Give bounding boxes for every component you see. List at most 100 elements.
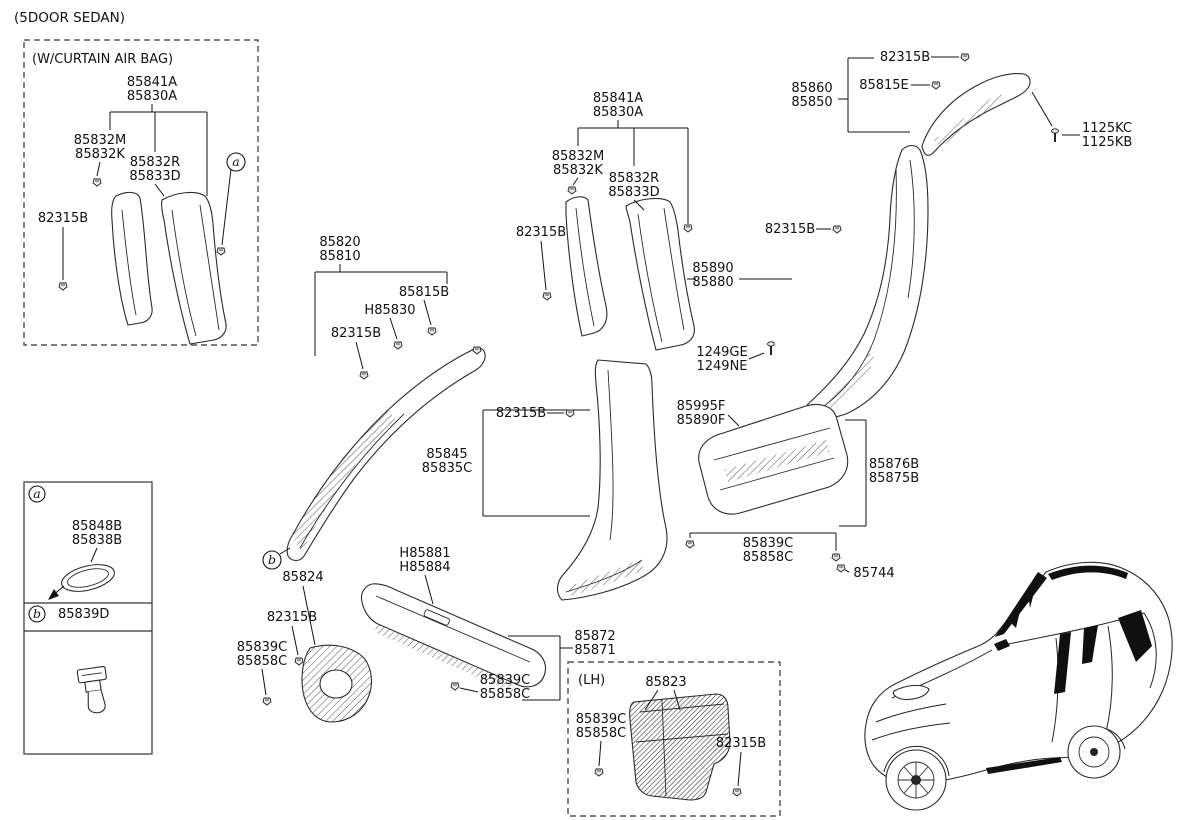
part-label-1249ne: 1249NE	[696, 359, 747, 374]
part-label-85995f: 85995F	[677, 399, 726, 414]
part-label-85839d: 85839D	[58, 607, 109, 622]
clip-icon	[294, 657, 304, 666]
leader-line	[572, 177, 579, 186]
marker-a: a	[232, 154, 239, 169]
clip-icon	[427, 327, 437, 336]
leader-line	[727, 414, 740, 427]
marker-b: b	[268, 552, 276, 567]
marker-b-circle	[262, 550, 282, 570]
car-pillar-highlight	[1010, 598, 1023, 628]
trim-contour	[713, 427, 835, 491]
leader-line	[423, 299, 432, 326]
part-label-85858c: 85858C	[237, 654, 287, 669]
leader-lines	[109, 104, 208, 196]
part-label-h85830: H85830	[364, 303, 415, 318]
car-quarter-highlight	[1118, 610, 1152, 662]
trim-hatch	[292, 410, 396, 552]
leader-lines	[689, 532, 837, 551]
car-front-wheel-spokes	[898, 762, 934, 798]
leader-lines	[482, 409, 590, 517]
leader-line	[1031, 91, 1053, 127]
part-label-82315b: 82315B	[331, 326, 381, 341]
part-label-82315b: 82315B	[496, 406, 546, 421]
scuff-section: H85881 H85884 85872 85871 85839C 85858C	[360, 546, 616, 702]
cowl-side-trim-lh-drawing	[629, 693, 731, 801]
trim-contour	[635, 699, 729, 797]
part-label-85845: 85845	[426, 447, 467, 462]
part-label-85872: 85872	[574, 629, 615, 644]
leader-line	[540, 240, 547, 291]
car-hatch-line	[1143, 612, 1157, 689]
lh-variant-note: (LH)	[578, 673, 605, 688]
part-label-82315b: 82315B	[38, 211, 88, 226]
part-label-85876b: 85876B	[869, 457, 919, 472]
legend-marker-a-circle	[28, 485, 46, 503]
clip-icon	[832, 225, 842, 234]
leader-lines	[577, 120, 689, 224]
leader-line	[355, 341, 364, 370]
legend-marker-b-circle	[28, 605, 46, 623]
part-label-1125kc: 1125KC	[1082, 121, 1132, 136]
part-label-1125kb: 1125KB	[1082, 135, 1133, 150]
trim-hatch	[934, 92, 1004, 148]
clip-icon	[685, 540, 695, 549]
part-label-85890f: 85890F	[677, 413, 726, 428]
legend-marker-a: a	[33, 486, 40, 501]
part-label-85815e: 85815E	[859, 78, 909, 93]
part-label-85858c: 85858C	[480, 687, 530, 702]
leader-line	[389, 317, 398, 340]
trim-hatch	[374, 624, 516, 692]
part-label-85839c: 85839C	[480, 673, 530, 688]
leader-line	[844, 569, 850, 573]
part-label-85839c: 85839C	[576, 712, 626, 727]
trim-contour	[121, 209, 137, 316]
b-pillar-upper-trim-outer-drawing	[625, 197, 695, 351]
clip-icon	[836, 564, 846, 573]
clip-icon	[58, 282, 68, 291]
leader-line	[291, 625, 299, 656]
part-label-85830a: 85830A	[593, 105, 643, 120]
clip-icon	[831, 553, 841, 562]
leader-lines	[508, 635, 573, 701]
trim-contour	[171, 204, 220, 337]
a-pillar-section: 85820 85810 85815B H85830 82315B b 85824…	[237, 235, 486, 723]
clip-icon	[931, 81, 941, 90]
trim-contour	[299, 413, 405, 549]
car-mirror	[994, 639, 1010, 651]
part-label-85871: 85871	[574, 643, 615, 658]
leader-line	[302, 585, 316, 646]
part-label-85820: 85820	[319, 235, 360, 250]
trim-hatch	[816, 352, 876, 418]
screw-icon	[1050, 127, 1060, 143]
clip-icon	[683, 224, 693, 233]
leader-line	[96, 161, 101, 177]
page-title: (5DOOR SEDAN)	[14, 10, 125, 26]
part-label-85824: 85824	[282, 570, 323, 585]
part-label-85815b: 85815B	[399, 285, 449, 300]
leader-line	[633, 199, 645, 211]
part-label-85858c: 85858C	[743, 550, 793, 565]
emblem-drawing	[61, 564, 115, 592]
car-pillar-highlight	[1028, 581, 1037, 608]
part-label-85838b: 85838B	[72, 533, 122, 548]
part-label-85841a: 85841A	[127, 75, 177, 90]
part-label-h85881: H85881	[399, 546, 450, 561]
airbag-variant-section: (W/CURTAIN AIR BAG) 85841A 85830A 85832M…	[23, 39, 259, 346]
leader-line	[424, 574, 434, 605]
part-label-85832m: 85832M	[74, 133, 127, 148]
clip-icon	[216, 247, 226, 256]
cowl-side-trim-inner	[319, 669, 353, 699]
car-rear-wheel-rim	[1078, 736, 1110, 768]
clip-icon	[594, 768, 604, 777]
leader-line	[261, 668, 267, 696]
leader-line	[748, 352, 765, 360]
part-label-85833d: 85833D	[608, 185, 659, 200]
part-label-82315b: 82315B	[716, 736, 766, 751]
leader-line	[459, 687, 479, 693]
part-label-85875b: 85875B	[869, 471, 919, 486]
clip-icon	[393, 341, 403, 350]
part-label-85832k: 85832K	[553, 163, 603, 178]
trim-contour	[375, 595, 531, 663]
part-label-85832r: 85832R	[130, 155, 180, 170]
